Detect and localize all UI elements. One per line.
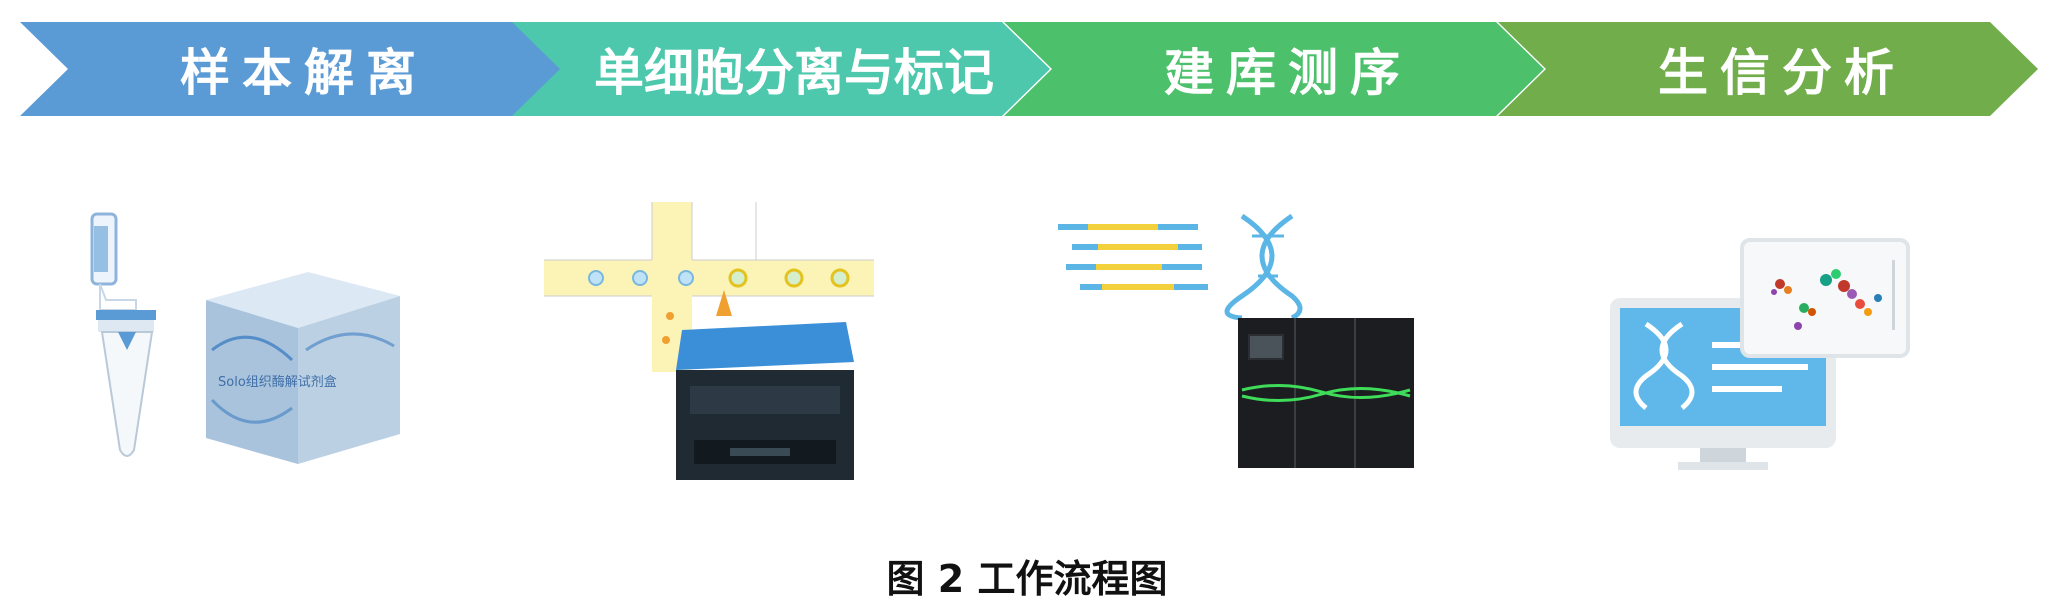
reagent-kit-icon: Solo组织酶解试剂盒 xyxy=(206,272,400,464)
kit-label: Solo组织酶解试剂盒 xyxy=(218,374,337,390)
cell-isolation-illustration xyxy=(544,202,874,480)
instrument-icon xyxy=(676,322,854,480)
step-bioinformatics: 生信分析 xyxy=(1498,22,2038,116)
step-label: 单细胞分离与标记 xyxy=(594,44,994,102)
dna-reads-icon xyxy=(1058,224,1208,290)
step-single-cell-isolation: 单细胞分离与标记 xyxy=(510,22,1050,116)
dna-helix-icon xyxy=(1224,213,1303,321)
tube-icon xyxy=(90,212,156,457)
workflow-chevron-bar: 样本解离 单细胞分离与标记 建库测序 生信分析 xyxy=(0,22,2054,116)
bioinformatics-illustration xyxy=(1610,238,1910,470)
step-sample-dissociation: 样本解离 xyxy=(20,22,560,116)
sequencer-icon xyxy=(1238,318,1414,468)
step-label: 样本解离 xyxy=(180,44,428,102)
library-sequencing-illustration xyxy=(1058,213,1414,468)
scatter-plot-icon xyxy=(1740,238,1910,358)
sample-dissociation-illustration: Solo组织酶解试剂盒 xyxy=(90,212,400,464)
step-library-sequencing: 建库测序 xyxy=(1004,22,1544,116)
step-label: 生信分析 xyxy=(1658,44,1906,102)
step-label: 建库测序 xyxy=(1164,44,1412,102)
figure-caption: 图 2 工作流程图 xyxy=(886,557,1168,601)
